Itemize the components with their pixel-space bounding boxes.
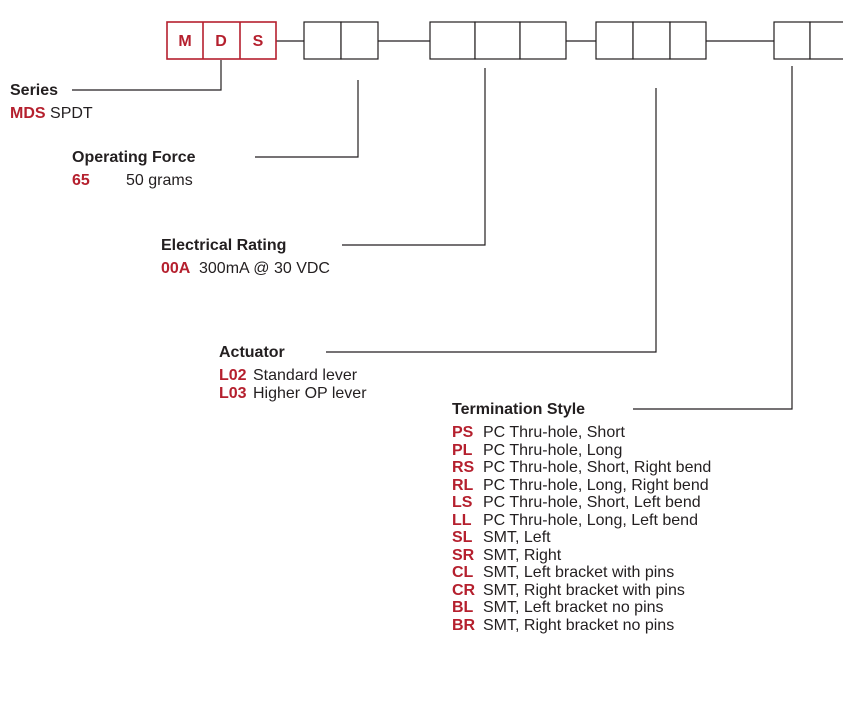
series-option: MDS SPDT	[10, 105, 93, 123]
termination-style-option: PS PC Thru-hole, Short	[452, 424, 711, 442]
series-heading: Series	[10, 82, 59, 99]
termination-style-option: RS PC Thru-hole, Short, Right bend	[452, 459, 711, 477]
operating-force-box-2	[340, 21, 379, 60]
operating-force-box-1	[303, 21, 342, 60]
termination-style-option: BL SMT, Left bracket no pins	[452, 599, 711, 617]
leader-series	[72, 60, 222, 91]
termination-style-desc: PC Thru-hole, Short, Left bend	[483, 494, 701, 511]
actuator-desc: Standard lever	[253, 367, 358, 384]
electrical-rating-code: 00A	[161, 260, 191, 277]
actuator-option-list: L02 Standard lever L03 Higher OP lever	[219, 367, 367, 402]
termination-style-code: CR	[452, 581, 476, 599]
series-letter-m: M	[178, 33, 191, 50]
termination-style-option: RL PC Thru-hole, Long, Right bend	[452, 477, 711, 495]
actuator-box-1	[595, 21, 634, 60]
actuator-code: L03	[219, 384, 247, 402]
actuator-heading: Actuator	[219, 344, 285, 361]
actuator-option: L02 Standard lever	[219, 367, 367, 385]
actuator-code: L02	[219, 367, 247, 384]
termination-style-box-2	[809, 21, 843, 60]
electrical-rating-desc: 300mA @ 30 VDC	[199, 260, 330, 277]
termination-style-desc: SMT, Left bracket no pins	[483, 599, 664, 616]
termination-style-desc: PC Thru-hole, Long, Right bend	[483, 476, 709, 494]
termination-style-box-1	[773, 21, 811, 60]
electrical-rating-box-1	[429, 21, 476, 60]
operating-force-code: 65	[72, 172, 90, 189]
termination-style-code: PS	[452, 424, 474, 441]
termination-style-desc: SMT, Left bracket with pins	[483, 564, 675, 581]
electrical-rating-box-3	[519, 21, 567, 60]
termination-style-option: SL SMT, Left	[452, 529, 711, 547]
actuator-desc: Higher OP lever	[253, 384, 367, 402]
code-boxes	[166, 21, 843, 60]
electrical-rating-box-2	[474, 21, 521, 60]
termination-style-code: PL	[452, 441, 473, 459]
leader-termination-style	[633, 66, 793, 410]
termination-style-desc: SMT, Right	[483, 546, 562, 564]
termination-style-option: LL PC Thru-hole, Long, Left bend	[452, 512, 711, 530]
termination-style-option: PL PC Thru-hole, Long	[452, 442, 711, 460]
electrical-rating-option: 00A 300mA @ 30 VDC	[161, 260, 330, 278]
termination-style-option-list: PS PC Thru-hole, Short PL PC Thru-hole, Lo…	[452, 424, 711, 634]
termination-style-code: RL	[452, 476, 474, 494]
series-code: MDS	[10, 105, 46, 122]
termination-style-option: CR SMT, Right bracket with pins	[452, 582, 711, 600]
termination-style-desc: SMT, Left	[483, 529, 551, 546]
operating-force-desc: 50 grams	[126, 172, 193, 189]
termination-style-code: BL	[452, 599, 474, 616]
termination-style-code: LL	[452, 511, 472, 529]
termination-style-desc: PC Thru-hole, Long, Left bend	[483, 511, 698, 529]
termination-style-code: SL	[452, 529, 473, 546]
series-box-outline	[166, 21, 277, 60]
actuator-box-2	[632, 21, 671, 60]
series-desc: SPDT	[50, 105, 93, 122]
termination-style-code: RS	[452, 459, 475, 476]
termination-style-code: SR	[452, 546, 475, 564]
series-box-letters: M D S	[178, 33, 263, 50]
actuator-option: L03 Higher OP lever	[219, 385, 367, 403]
termination-style-code: CL	[452, 564, 474, 581]
series-letter-s: S	[253, 33, 264, 50]
termination-style-code: BR	[452, 616, 476, 634]
leader-operating-force	[255, 80, 359, 158]
electrical-rating-heading: Electrical Rating	[161, 237, 287, 254]
operating-force-option: 65 50 grams	[72, 172, 193, 190]
termination-style-desc: PC Thru-hole, Short, Right bend	[483, 459, 712, 476]
termination-style-heading: Termination Style	[452, 401, 586, 418]
termination-style-option: CL SMT, Left bracket with pins	[452, 564, 711, 582]
actuator-box-3	[669, 21, 707, 60]
termination-style-code: LS	[452, 494, 473, 511]
termination-style-option: LS PC Thru-hole, Short, Left bend	[452, 494, 711, 512]
termination-style-option: BR SMT, Right bracket no pins	[452, 617, 711, 635]
leader-electrical-rating	[342, 68, 486, 246]
operating-force-heading: Operating Force	[72, 149, 196, 166]
leader-actuator	[326, 88, 657, 353]
termination-style-desc: PC Thru-hole, Long	[483, 441, 623, 459]
connector-lines	[72, 40, 793, 410]
termination-style-option: SR SMT, Right	[452, 547, 711, 565]
termination-style-desc: PC Thru-hole, Short	[483, 424, 625, 441]
termination-style-desc: SMT, Right bracket with pins	[483, 581, 685, 599]
termination-style-desc: SMT, Right bracket no pins	[483, 616, 675, 634]
series-letter-d: D	[215, 33, 227, 50]
